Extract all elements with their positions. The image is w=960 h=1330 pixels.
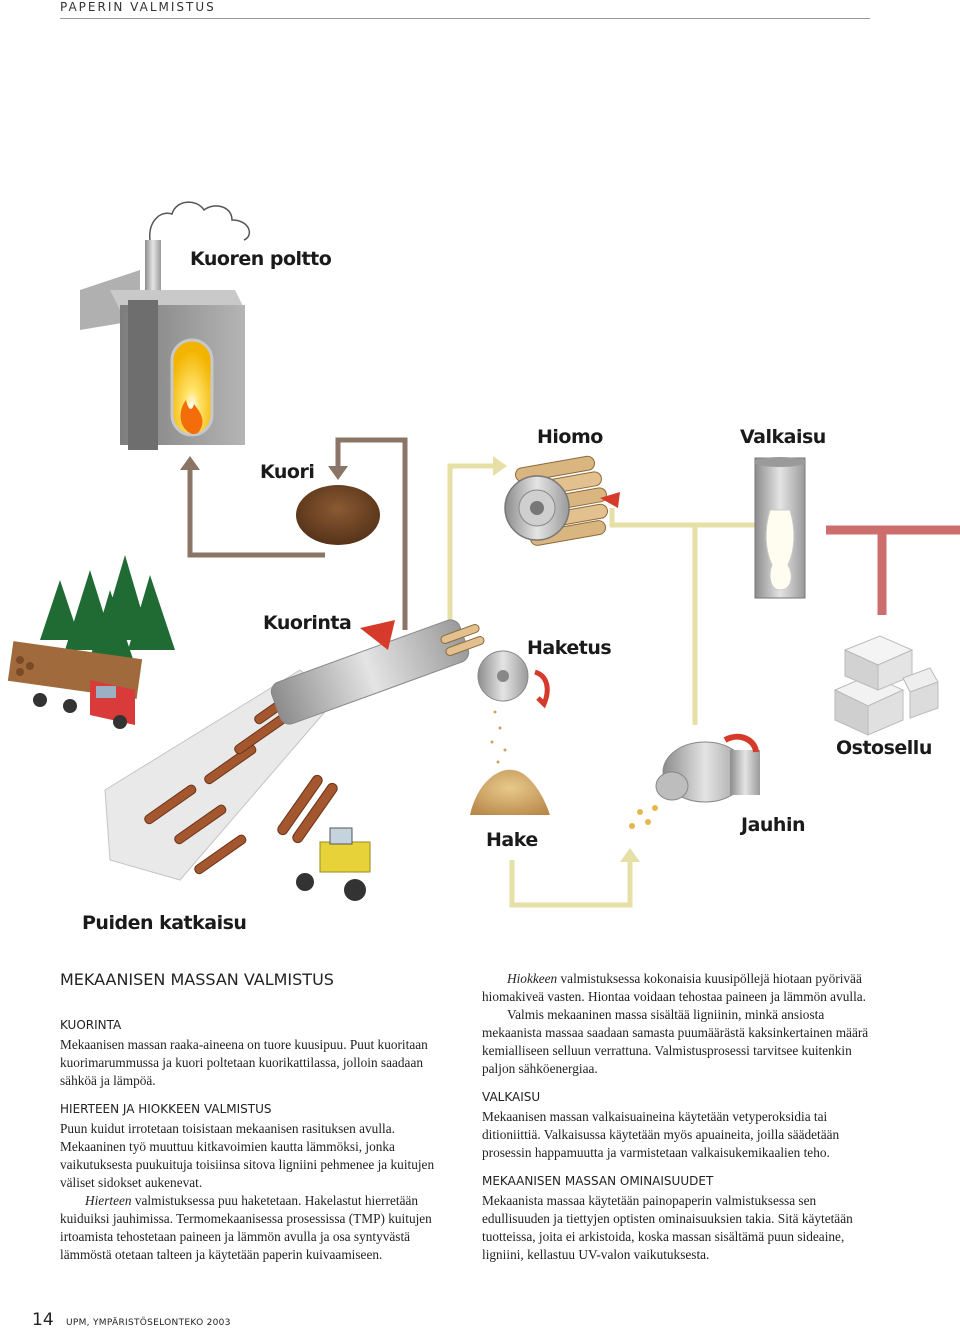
purchased-pulp-line xyxy=(826,525,960,615)
pulp-arrow-up xyxy=(620,848,640,862)
hiokkeen-p3-text: valmistuksessa kokonaisia kuusipöllejä h… xyxy=(482,971,866,1004)
article-left-column: KUORINTA Mekaanisen massan raaka-aineena… xyxy=(60,1016,450,1264)
hierteen-p4: Valmis mekaaninen massa sisältää ligniin… xyxy=(482,1007,869,1076)
kuorinta-body: Mekaanisen massan raaka-aineena on tuore… xyxy=(60,1037,428,1088)
label-haketus: Haketus xyxy=(527,637,611,659)
header-rule xyxy=(60,18,870,19)
hiokkeen-p3: Hiokkeen valmistuksessa kokonaisia kuusi… xyxy=(482,970,872,1006)
hierteen-heading: HIERTEEN JA HIOKKEEN VALMISTUS xyxy=(60,1102,272,1116)
hierteen-p2-text: valmistuksessa puu haketetaan. Hakelastu… xyxy=(60,1193,432,1262)
debarking-drum-icon xyxy=(270,619,485,725)
forwarder-icon xyxy=(277,774,371,901)
pulp-flow-lines xyxy=(447,463,760,908)
ominaisuudet-heading: MEKAANISEN MASSAN OMINAISUUDET xyxy=(482,1174,714,1188)
forest-trees-icon xyxy=(40,555,175,665)
label-kuorinta: Kuorinta xyxy=(263,612,351,634)
wood-chips-pile-icon xyxy=(470,710,550,815)
valkaisu-body: Mekaanisen massan valkaisuaineina käytet… xyxy=(482,1109,840,1160)
valkaisu-heading: VALKAISU xyxy=(482,1090,541,1104)
refiner-icon xyxy=(629,733,760,829)
publication-name: UPM, YMPÄRISTÖSELONTEKO 2003 xyxy=(66,1318,231,1328)
label-valkaisu: Valkaisu xyxy=(740,426,826,448)
page-header: PAPERIN VALMISTUS xyxy=(60,0,216,14)
log-conveyor-icon xyxy=(104,669,336,881)
hierteen-term: Hierteen xyxy=(85,1193,132,1208)
bleach-tower-icon xyxy=(754,457,806,599)
page-number: 14 xyxy=(32,1310,54,1330)
flame-icon xyxy=(180,400,203,434)
label-kuori: Kuori xyxy=(260,461,314,483)
process-diagram: Kuoren poltto Kuori Hiomo Valkaisu Kuori… xyxy=(7,201,960,934)
bark-arrow-down xyxy=(328,466,348,480)
label-jauhin: Jauhin xyxy=(739,814,805,836)
label-puiden-katkaisu: Puiden katkaisu xyxy=(82,912,246,934)
hierteen-p2: Hierteen valmistuksessa puu haketetaan. … xyxy=(60,1192,450,1264)
article-right-column: Hiokkeen valmistuksessa kokonaisia kuusi… xyxy=(482,970,872,1264)
label-ostosellu: Ostosellu xyxy=(836,737,932,759)
bark-pile-icon xyxy=(296,485,380,545)
pulp-arrow-right xyxy=(493,456,507,476)
bark-arrow-up xyxy=(180,456,200,470)
chipper-icon xyxy=(477,650,550,709)
article-title: MEKAANISEN MASSAN VALMISTUS xyxy=(60,970,334,989)
kuorinta-heading: KUORINTA xyxy=(60,1018,122,1032)
label-kuoren-poltto: Kuoren poltto xyxy=(190,248,332,270)
pulp-bales-icon xyxy=(833,635,939,736)
label-hiomo: Hiomo xyxy=(537,426,603,448)
hiokkeen-term: Hiokkeen xyxy=(507,971,558,986)
log-truck-icon xyxy=(7,641,143,729)
hierteen-p1: Puun kuidut irrotetaan toisistaan mekaan… xyxy=(60,1121,435,1190)
bark-flow-lines xyxy=(187,437,408,630)
bark-boiler-icon xyxy=(80,240,245,450)
chimney-smoke-icon xyxy=(149,201,251,241)
label-hake: Hake xyxy=(486,829,538,851)
ominaisuudet-body: Mekaanista massaa käytetään painopaperin… xyxy=(482,1193,853,1262)
grinder-icon xyxy=(504,455,620,546)
